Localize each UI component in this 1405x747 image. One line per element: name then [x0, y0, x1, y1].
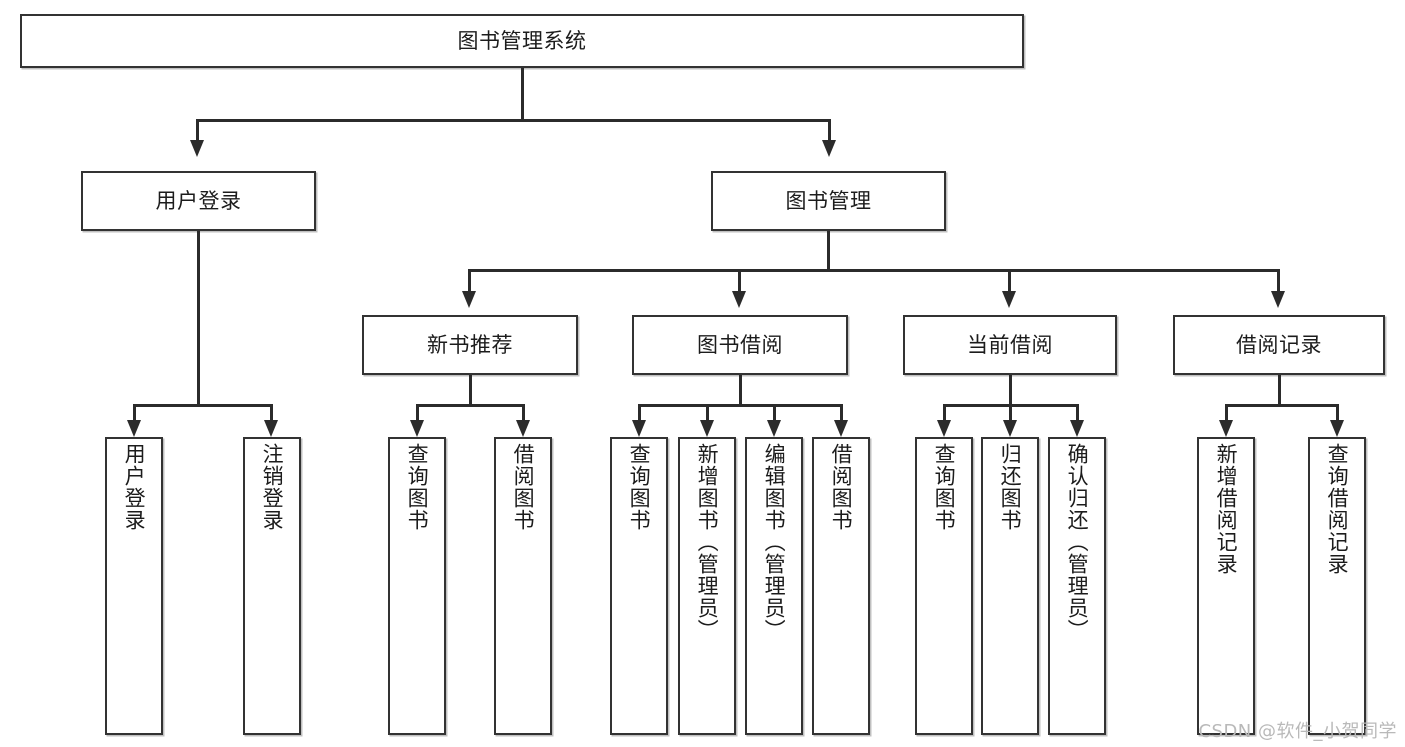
connector-user-login-bus — [133, 404, 272, 407]
leaf-query-book-borrow[interactable]: 查询图书 — [610, 437, 668, 735]
arrow-to-leaf-query-book-a — [410, 420, 424, 437]
node-label: 图书借阅 — [697, 332, 783, 357]
connector-level1-bus — [196, 119, 830, 122]
arrow-to-leaf-add-borrow-record — [1219, 420, 1233, 437]
leaf-label: 查询图书 — [627, 443, 652, 531]
connector-book-borrow-drop-3 — [773, 404, 776, 421]
connector-borrow-record-stem — [1278, 375, 1281, 405]
connector-level2-drop-1 — [468, 269, 471, 292]
node-label: 借阅记录 — [1236, 332, 1322, 357]
connector-new-book-drop-2 — [522, 404, 525, 421]
arrow-to-leaf-query-book-b — [632, 420, 646, 437]
connector-borrow-record-drop-1 — [1225, 404, 1228, 421]
connector-level2-bus — [468, 269, 1280, 272]
arrow-to-leaf-logout — [264, 420, 278, 437]
arrow-to-current-borrow — [1002, 291, 1016, 308]
leaf-logout[interactable]: 注销登录 — [243, 437, 301, 735]
node-user-login[interactable]: 用户登录 — [81, 171, 316, 231]
node-current-borrow[interactable]: 当前借阅 — [903, 315, 1117, 375]
leaf-label: 查询图书 — [405, 443, 430, 531]
connector-user-login-drop-1 — [133, 404, 136, 421]
arrow-to-leaf-confirm-return — [1070, 420, 1084, 437]
leaf-label: 查询图书 — [932, 443, 957, 531]
csdn-watermark: CSDN @软件_小贺同学 — [1198, 721, 1397, 742]
leaf-label: 借阅图书 — [511, 443, 536, 531]
leaf-user-login[interactable]: 用户登录 — [105, 437, 163, 735]
connector-book-management-stem — [827, 231, 830, 270]
node-book-management[interactable]: 图书管理 — [711, 171, 946, 231]
leaf-label: 用户登录 — [122, 443, 147, 531]
leaf-label: 注销登录 — [260, 443, 285, 531]
arrow-to-leaf-borrow-book-a — [516, 420, 530, 437]
node-label: 图书管理 — [785, 188, 872, 213]
connector-book-borrow-drop-2 — [706, 404, 709, 421]
leaf-label: 借阅图书 — [829, 443, 854, 531]
connector-level1-drop-left — [196, 119, 199, 141]
connector-current-borrow-drop-2 — [1009, 404, 1012, 421]
arrow-to-book-management — [822, 140, 836, 157]
node-label: 用户登录 — [155, 188, 242, 213]
leaf-add-borrow-record[interactable]: 新增借阅记录 — [1197, 437, 1255, 735]
connector-level2-drop-2 — [738, 269, 741, 292]
leaf-query-book-new-recommend[interactable]: 查询图书 — [388, 437, 446, 735]
connector-current-borrow-stem — [1009, 375, 1012, 405]
arrow-to-leaf-query-borrow-record — [1330, 420, 1344, 437]
arrow-to-book-borrow — [732, 291, 746, 308]
leaf-label: 确认归还（管理员） — [1065, 443, 1090, 641]
leaf-label: 归还图书 — [998, 443, 1023, 531]
connector-book-borrow-stem — [739, 375, 742, 405]
arrow-to-leaf-edit-book — [767, 420, 781, 437]
node-label: 当前借阅 — [967, 332, 1053, 357]
connector-level1-drop-right — [828, 119, 831, 141]
arrow-to-borrow-record — [1271, 291, 1285, 308]
leaf-add-book-admin[interactable]: 新增图书（管理员） — [678, 437, 736, 735]
leaf-edit-book-admin[interactable]: 编辑图书（管理员） — [745, 437, 803, 735]
connector-root-stem — [521, 68, 524, 120]
node-label: 图书管理系统 — [457, 28, 587, 53]
connector-book-borrow-bus — [638, 404, 841, 407]
node-book-management-system[interactable]: 图书管理系统 — [20, 14, 1024, 68]
connector-borrow-record-bus — [1225, 404, 1339, 407]
arrow-to-leaf-user-login — [127, 420, 141, 437]
node-label: 新书推荐 — [427, 332, 513, 357]
connector-level2-drop-3 — [1008, 269, 1011, 292]
leaf-borrow-book-borrow[interactable]: 借阅图书 — [812, 437, 870, 735]
connector-new-book-drop-1 — [416, 404, 419, 421]
arrow-to-leaf-query-book-c — [937, 420, 951, 437]
node-book-borrow[interactable]: 图书借阅 — [632, 315, 848, 375]
leaf-label: 新增图书（管理员） — [695, 443, 720, 641]
arrow-to-user-login — [190, 140, 204, 157]
connector-user-login-stem — [197, 231, 200, 405]
leaf-query-borrow-record[interactable]: 查询借阅记录 — [1308, 437, 1366, 735]
arrow-to-leaf-borrow-book-b — [834, 420, 848, 437]
connector-new-book-bus — [416, 404, 525, 407]
connector-current-borrow-drop-1 — [943, 404, 946, 421]
leaf-label: 查询借阅记录 — [1325, 443, 1350, 575]
leaf-label: 新增借阅记录 — [1214, 443, 1239, 575]
leaf-label: 编辑图书（管理员） — [762, 443, 787, 641]
connector-current-borrow-drop-3 — [1076, 404, 1079, 421]
connector-borrow-record-drop-2 — [1336, 404, 1339, 421]
connector-book-borrow-drop-1 — [638, 404, 641, 421]
connector-book-borrow-drop-4 — [840, 404, 843, 421]
node-new-book-recommend[interactable]: 新书推荐 — [362, 315, 578, 375]
connector-new-book-stem — [469, 375, 472, 405]
arrow-to-leaf-add-book — [700, 420, 714, 437]
connector-user-login-drop-2 — [270, 404, 273, 421]
connector-level2-drop-4 — [1277, 269, 1280, 292]
arrow-to-new-book-recommend — [462, 291, 476, 308]
leaf-query-book-current[interactable]: 查询图书 — [915, 437, 973, 735]
leaf-borrow-book-new-recommend[interactable]: 借阅图书 — [494, 437, 552, 735]
leaf-confirm-return-admin[interactable]: 确认归还（管理员） — [1048, 437, 1106, 735]
arrow-to-leaf-return-book — [1003, 420, 1017, 437]
node-borrow-record[interactable]: 借阅记录 — [1173, 315, 1385, 375]
leaf-return-book[interactable]: 归还图书 — [981, 437, 1039, 735]
